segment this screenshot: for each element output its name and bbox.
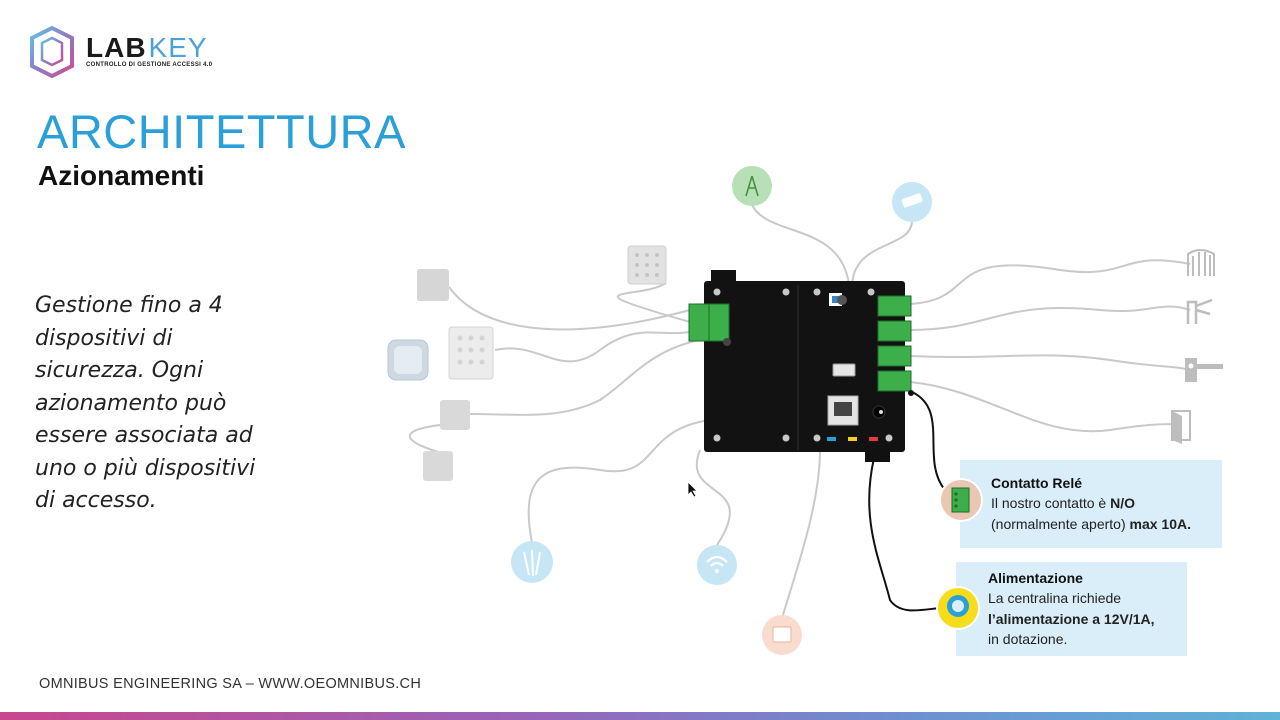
relay-callout-line1: Il nostro contatto è N/O [991, 495, 1135, 511]
status-led-yellow [848, 437, 857, 441]
keypad-icon [448, 326, 494, 380]
cable-turnstile [909, 305, 1191, 331]
wifi-icon [697, 545, 737, 585]
logo-wordmark: LABKEY [86, 32, 208, 63]
fiber-glyph [523, 549, 541, 577]
ethernet-port-socket [834, 402, 852, 416]
keypad-icon [417, 269, 449, 301]
cursor-icon [687, 481, 698, 498]
antenna-jack [837, 295, 847, 305]
relay-callout: Contatto Relé Il nostro contatto è N/O (… [960, 460, 1222, 548]
cable-door [909, 381, 1181, 433]
labkey-logo-mark-icon [30, 25, 74, 79]
relay-callout-line2: (normalmente aperto) max 10A. [991, 515, 1191, 532]
usb-stick-glyph [901, 193, 923, 208]
relay-cable-joint [908, 390, 914, 396]
status-led-blue [827, 437, 836, 441]
cable-group [408, 204, 1191, 619]
reader-face [394, 346, 422, 374]
keypad-large-dots [457, 335, 485, 365]
board-body [704, 281, 905, 452]
page-subtitle: Azionamenti [38, 160, 205, 191]
barrier-icon [1185, 358, 1223, 382]
cable-antenna [751, 204, 851, 299]
board-screws [713, 288, 893, 442]
cable-wifi [695, 449, 731, 546]
power-callout-line3: in dotazione. [988, 631, 1068, 647]
description-text: Gestione fino a 4 dispositivi di sicurez… [35, 293, 256, 513]
keypad-grid-dots [635, 253, 659, 277]
board-tab-bottom [865, 448, 890, 462]
cable-keypad-4 [469, 339, 701, 416]
cable-keypad-3 [494, 329, 701, 363]
keypad-icon [423, 451, 453, 481]
terminal-screw [723, 338, 731, 346]
cable-keypad-5 [408, 424, 441, 453]
cable-power-callout [868, 457, 941, 612]
labkey-logo: LABKEY CONTROLLO DI GESTIONE ACCESSI 4.0 [28, 24, 218, 84]
power-callout-title: Alimentazione [988, 570, 1083, 586]
usb-port [832, 363, 856, 377]
board-tab-top [711, 270, 736, 284]
relay-terminal-1 [877, 295, 912, 317]
power-callout-line1: La centralina richiede [988, 590, 1122, 606]
cable-keypad-1 [448, 286, 691, 331]
wifi-glyph [706, 555, 728, 567]
footer-text: OMNIBUS ENGINEERING SA – WWW.OEOMNIBUS.C… [39, 676, 422, 692]
cable-relay-callout [911, 391, 946, 491]
ethernet-glyph [772, 626, 792, 643]
status-led-red [869, 437, 878, 441]
gate-icon [1187, 249, 1215, 276]
cable-gate [909, 259, 1191, 305]
power-callout-line2: l’alimentazione a 12V/1A, [988, 610, 1155, 627]
relay-callout-title: Contatto Relé [991, 475, 1082, 491]
cable-ethernet [781, 449, 821, 619]
relay-terminal-2 [877, 320, 912, 342]
turnstile-icon [1186, 298, 1213, 324]
door-icon [1171, 410, 1191, 444]
keypad-icon [440, 400, 470, 430]
logo-tagline: CONTROLLO DI GESTIONE ACCESSI 4.0 [86, 62, 213, 68]
cable-barrier [909, 354, 1191, 371]
bottom-gradient-bar [0, 712, 1280, 720]
antenna-icon [732, 166, 772, 206]
page-title: ARCHITETTURA [37, 105, 406, 158]
power-jack-pin [879, 410, 883, 414]
antenna-glyph [745, 175, 759, 197]
antenna-connector-core [832, 296, 839, 303]
cable-usb [850, 221, 913, 291]
control-board [688, 270, 914, 462]
relay-terminal-3 [877, 345, 912, 367]
wifi-dot [715, 569, 719, 573]
cable-fiber [527, 419, 711, 544]
power-callout: Alimentazione La centralina richiede l’a… [956, 562, 1187, 656]
cable-keypad-2 [616, 282, 691, 323]
relay-terminal-4 [877, 370, 912, 392]
